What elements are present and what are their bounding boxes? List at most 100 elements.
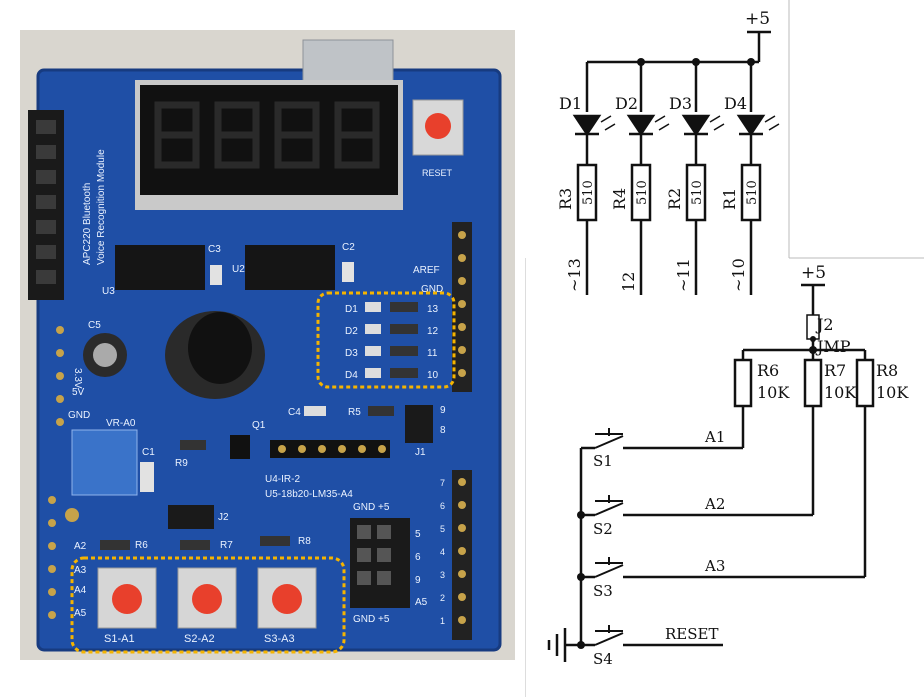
label-q1: Q1: [252, 420, 266, 431]
usb-connector: [302, 39, 394, 83]
label-5v: 5V: [72, 387, 85, 398]
button-highlight-box: [70, 556, 346, 654]
label-r5: R5: [348, 407, 361, 418]
pin-label-11: ~11: [674, 258, 693, 292]
label-pin13: 13: [427, 304, 439, 315]
ic-u2: [245, 245, 335, 290]
resistor-value-r4: 510: [635, 180, 650, 205]
resistor-value-r8: 10K: [876, 383, 909, 402]
jumper-label: J2: [815, 315, 834, 334]
led-label-d4: D4: [724, 94, 747, 113]
resistor-label-r8: R8: [876, 361, 898, 380]
resistor-r5: [368, 406, 394, 416]
resistor-value-r2: 510: [690, 180, 705, 205]
label-d2: D2: [345, 326, 358, 337]
joystick-knob: [188, 312, 252, 384]
label-gnd-left: GND: [68, 410, 90, 421]
led-label-d1: D1: [559, 94, 582, 113]
capacitor-c3: [210, 265, 222, 285]
label-c1: C1: [142, 447, 155, 458]
label-d8: 8: [440, 425, 446, 436]
label-vr: VR-A0: [106, 418, 136, 429]
label-pin11: 11: [427, 348, 438, 359]
label-r7: R7: [220, 540, 233, 551]
label-a2: A2: [74, 541, 87, 552]
capacitor-c2: [342, 262, 354, 282]
reset-label: RESET: [422, 168, 453, 178]
label-hdr-7: 7: [440, 478, 445, 488]
pot-screw: [65, 508, 79, 522]
capacitor-c4: [304, 406, 326, 416]
label-c5: C5: [88, 320, 101, 331]
pcb: [36, 68, 502, 652]
label-h5: 5: [415, 529, 421, 540]
resistor-label-r4: R4: [610, 188, 629, 210]
label-a5-right: A5: [415, 597, 428, 608]
label-d1: D1: [345, 304, 358, 315]
capacitor-c1: [140, 462, 154, 492]
label-d9: 9: [440, 405, 446, 416]
resistor-value-r7: 10K: [824, 383, 857, 402]
label-hdr-1: 1: [440, 616, 445, 626]
resistor-r9: [180, 440, 206, 450]
button-s1: [112, 584, 142, 614]
label-hdr-5: 5: [440, 524, 445, 534]
label-a4: A4: [74, 585, 87, 596]
net-label-a1: A1: [704, 428, 725, 446]
resistor-value-r1: 510: [745, 180, 760, 205]
ic-u3: [115, 245, 205, 290]
led-resistor-array: [365, 302, 418, 378]
button-s2: [192, 584, 222, 614]
resistor-label-r7: R7: [824, 361, 846, 380]
resistor-value-r3: 510: [581, 180, 596, 205]
jumper-type-label: JMP: [815, 337, 851, 356]
sensor-socket: [270, 440, 390, 458]
pin-label-13: ~13: [565, 258, 584, 292]
label-j2: J2: [218, 512, 229, 523]
reset-button: [425, 113, 451, 139]
label-d4: D4: [345, 370, 358, 381]
net-label-reset: RESET: [665, 625, 718, 643]
module-label-2: Voice Recognition Module: [96, 149, 107, 265]
resistor-label-r6: R6: [757, 361, 779, 380]
potentiometer: [71, 429, 138, 496]
label-c3: C3: [208, 244, 221, 255]
resistor-r6: [100, 540, 130, 550]
label-s1: S1-A1: [104, 633, 135, 645]
resistor-label-r1: R1: [720, 188, 739, 210]
resistor-r8: [260, 536, 290, 546]
resistor-label-r3: R3: [556, 188, 575, 210]
schematic-diagram: +5 D1 D2 D3 D4 R3 R4 R2 R1 510 510 510 5…: [525, 0, 924, 697]
label-c4: C4: [288, 407, 301, 418]
led-label-d3: D3: [669, 94, 692, 113]
label-pin12: 12: [427, 326, 439, 337]
supply-label-bottom: +5: [801, 263, 826, 283]
label-hdr-4: 4: [440, 547, 445, 557]
label-gnd-plus5-top: GND +5: [353, 502, 390, 513]
resistor-r7: [180, 540, 210, 550]
label-aref: AREF: [413, 265, 440, 276]
switch-label-s2: S2: [593, 520, 613, 538]
led-highlight-box: [316, 291, 456, 389]
label-h9: 9: [415, 575, 421, 586]
label-h6: 6: [415, 552, 421, 563]
label-a5: A5: [74, 608, 87, 619]
resistor-value-r6: 10K: [757, 383, 790, 402]
resistor-label-r2: R2: [665, 188, 684, 210]
label-u5: U5-18b20-LM35-A4: [265, 489, 353, 500]
label-u4: U4-IR-2: [265, 474, 300, 485]
supply-label-top: +5: [745, 9, 770, 29]
switch-label-s1: S1: [593, 452, 613, 470]
jumper-j1: [405, 405, 433, 443]
switch-label-s3: S3: [593, 582, 613, 600]
label-hdr-2: 2: [440, 593, 445, 603]
jumper-j2: [168, 505, 214, 529]
label-gnd-right: GND: [421, 284, 443, 295]
pin-label-10: ~10: [729, 258, 748, 292]
net-label-a2: A2: [704, 495, 725, 513]
label-s2: S2-A2: [184, 633, 215, 645]
module-label-1: APC220 Bluetooth: [82, 183, 93, 265]
shield-board-photo: APC220 Bluetooth Voice Recognition Modul…: [20, 30, 515, 660]
pin-label-12: 12: [619, 272, 638, 292]
net-label-a3: A3: [704, 557, 725, 575]
